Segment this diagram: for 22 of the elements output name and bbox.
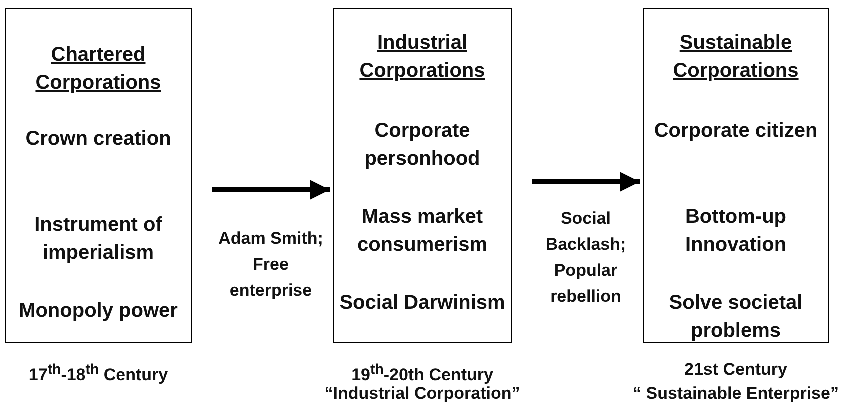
era-caption: 21st Century xyxy=(684,359,788,381)
arrow xyxy=(532,172,640,192)
stage-feature: Crown creation xyxy=(24,127,172,152)
stage-box xyxy=(333,8,512,343)
era-subtitle: “ Sustainable Enterprise” xyxy=(632,383,840,405)
stage-feature: Monopoly power xyxy=(18,299,179,324)
era-caption: 19$^{th}$-20th Century xyxy=(350,361,494,386)
era-caption: 17$^{th}$-18$^{th}$ Century xyxy=(28,361,170,387)
arrow xyxy=(212,180,330,200)
stage-heading: Sustainable Corporations xyxy=(672,31,800,84)
stage-feature: Corporate personhood xyxy=(364,119,482,172)
stage-feature: Solve societal problems xyxy=(668,291,804,344)
stage-feature: Bottom-up Innovation xyxy=(684,205,788,258)
stage-feature: Mass market consumerism xyxy=(356,205,489,258)
stage-heading: Chartered Corporations xyxy=(34,43,162,96)
stage-heading: Industrial Corporations xyxy=(358,31,486,84)
stage-box xyxy=(643,8,829,343)
stage-feature: Instrument of imperialism xyxy=(34,213,164,266)
era-subtitle: “Industrial Corporation” xyxy=(324,384,522,405)
stage-box xyxy=(5,8,192,343)
stage-feature: Corporate citizen xyxy=(653,119,819,144)
stage-feature: Social Darwinism xyxy=(338,291,506,316)
